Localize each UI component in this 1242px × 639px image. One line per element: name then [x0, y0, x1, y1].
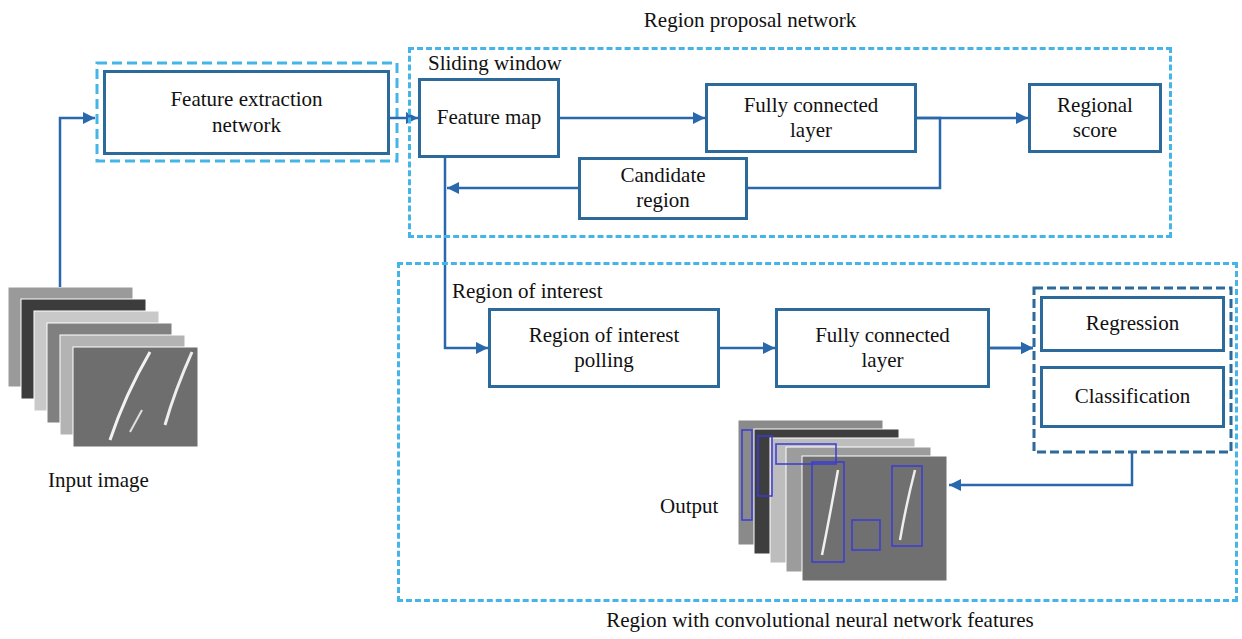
box-label: Fully connected layer: [803, 323, 963, 373]
box-label: Classification: [1075, 384, 1190, 409]
flow-arrow: [720, 347, 775, 350]
process-box: Feature map: [418, 78, 560, 158]
region-heading: Region proposal network: [644, 8, 856, 33]
detection-box: [852, 520, 880, 550]
defect-streak: [130, 410, 142, 432]
annotation-label: Output: [660, 494, 718, 519]
defect-streak: [165, 352, 192, 425]
annotation-label: Sliding window: [428, 51, 562, 76]
process-box: Classification: [1040, 366, 1225, 428]
dashed-group: [1034, 288, 1231, 452]
box-label: Regression: [1086, 311, 1179, 336]
process-box: Region of interest polling: [488, 308, 720, 388]
input-arrow: [60, 118, 95, 287]
output-arrow: [949, 452, 1132, 485]
detection-box: [892, 466, 922, 546]
defect-streak: [110, 352, 150, 440]
flow-arrow: [990, 347, 1033, 350]
input-image: [73, 347, 198, 447]
detection-box: [776, 444, 836, 464]
box-label: Feature extraction network: [152, 87, 342, 137]
defect-streak: [900, 470, 915, 540]
region-heading: Region with convolutional neural network…: [606, 608, 1033, 633]
annotation-label: Input image: [48, 468, 149, 493]
detection-box: [758, 436, 772, 496]
output-image: [802, 456, 947, 581]
box-label: Fully connected layer: [731, 93, 891, 143]
defect-streak: [822, 470, 838, 555]
flow-arrow: [445, 158, 488, 348]
flow-arrow: [560, 117, 705, 120]
flow-arrow: [990, 347, 1033, 350]
detection-box: [742, 430, 752, 520]
flow-arrow: [390, 117, 418, 120]
box-label: Region of interest polling: [514, 323, 694, 373]
box-label: Candidate region: [603, 163, 723, 213]
input-image-stack: [8, 287, 198, 447]
box-label: Feature map: [437, 105, 541, 130]
annotation-label: Region of interest: [452, 279, 602, 304]
process-box: Candidate region: [578, 157, 748, 220]
process-box: Fully connected layer: [775, 308, 990, 388]
process-box: Feature extraction network: [103, 70, 390, 155]
process-box: Regression: [1040, 296, 1225, 352]
dashed-region: Region with convolutional neural network…: [397, 262, 1238, 602]
dashed-outline: [97, 63, 397, 161]
process-box: Regional score: [1028, 83, 1162, 153]
box-label: Regional score: [1045, 93, 1145, 143]
detection-box: [812, 462, 844, 562]
process-box: Fully connected layer: [705, 83, 917, 153]
flow-arrow: [447, 187, 578, 190]
output-image-stack: [738, 420, 947, 581]
dashed-region: Region proposal networkFeature mapFully …: [408, 47, 1172, 238]
